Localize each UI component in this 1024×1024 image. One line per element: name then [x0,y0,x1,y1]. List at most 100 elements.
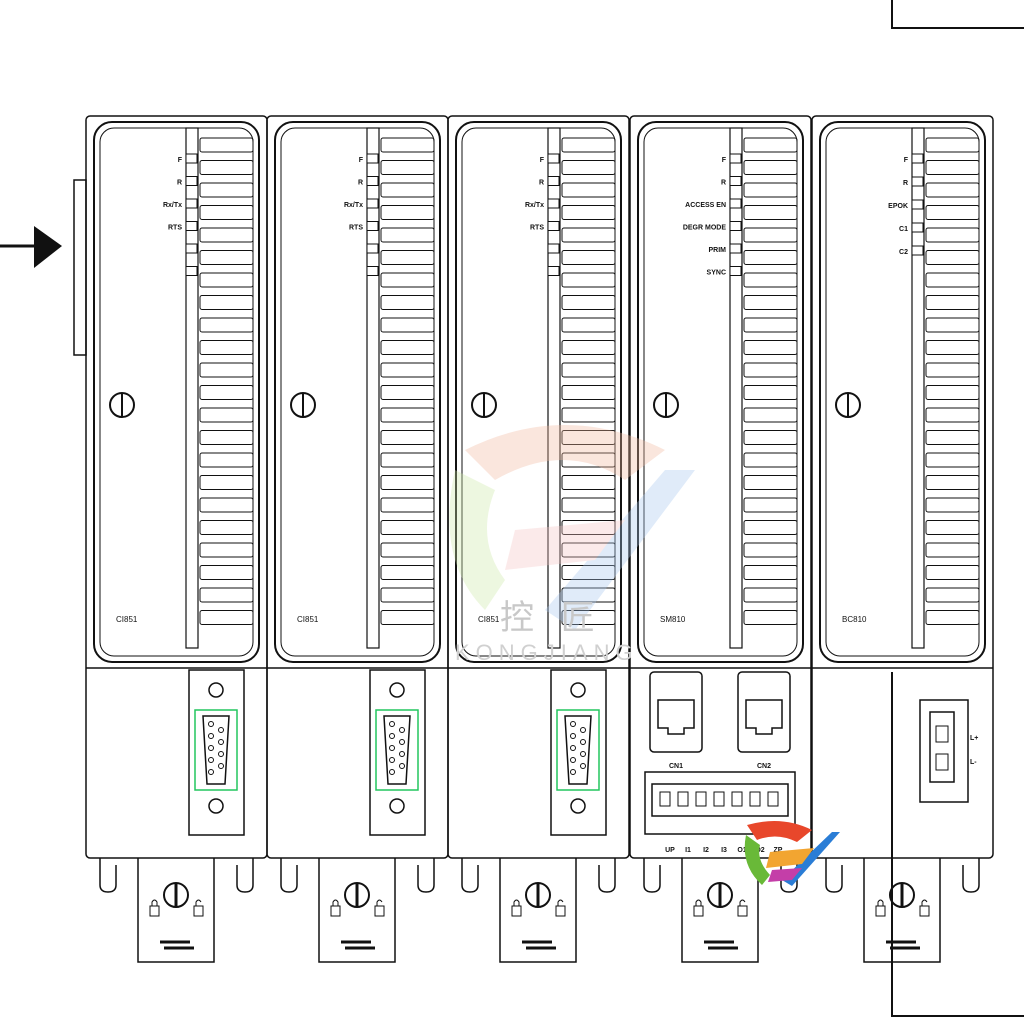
vent-slot [199,407,254,423]
terminal-label: O1 [737,847,746,854]
led-label: F [359,157,364,164]
led-label: RTS [530,225,544,232]
terminal-block [651,783,789,817]
lock-base [499,858,577,963]
led-label: F [540,157,545,164]
connector-frame [188,669,245,836]
led-indicator [911,245,924,256]
lock-open-shackle [739,899,746,906]
vent-slot [199,497,254,513]
module-bar [366,127,380,649]
rj45-port-icon [745,699,783,735]
module-bar [547,127,561,649]
release-bar-icon [886,940,920,950]
vent-slot [380,475,435,490]
db9-border [556,709,600,791]
vent-slot [380,295,435,310]
screw-icon [389,682,405,698]
vent-slot [561,542,616,558]
lock-knob-icon [163,882,189,908]
vent-slot [199,475,254,490]
din-clip [461,858,479,893]
vent-slot [925,205,980,220]
vent-slot [199,317,254,333]
led-indicator [911,199,924,210]
lock-base [863,858,941,963]
led-indicator [185,266,198,276]
db9-pin [208,733,214,739]
vent-slot [925,565,980,580]
led-indicator [729,153,742,164]
lock-closed-shackle [513,899,520,906]
vent-slot [925,137,980,153]
led-indicator [366,176,379,186]
power-frame [919,699,969,803]
vent-slot [561,385,616,400]
vent-slot [380,182,435,198]
db9-pin [389,769,395,775]
led-indicator [729,221,742,231]
vent-slot [380,520,435,535]
vent-slot [380,587,435,603]
module-name: BC810 [842,615,867,624]
lock-open-icon [193,905,204,917]
module-body [447,115,630,859]
din-clip [99,858,117,893]
vent-slot [199,565,254,580]
db9-pin [389,745,395,751]
vent-slot [743,182,798,198]
vent-slot [561,227,616,243]
screw-icon [208,798,224,814]
led-label: F [178,157,183,164]
lock-open-icon [374,905,385,917]
vent-slot [743,317,798,333]
db9-border [194,709,238,791]
vent-slot [380,452,435,468]
vent-slot [199,385,254,400]
rj45-port-icon [657,699,695,735]
vent-slot [199,340,254,355]
db9-pin [208,757,214,763]
release-bar-icon [341,940,375,950]
vent-slot [380,565,435,580]
vent-slot [743,430,798,445]
power-label: L+ [970,735,978,742]
led-label: DEGR MODE [683,225,727,232]
vent-slot [925,182,980,198]
vent-slot [199,227,254,243]
db9-pin [389,757,395,763]
vent-slot [925,340,980,355]
db9-pin [389,733,395,739]
lock-open-shackle [376,899,383,906]
vent-slot [743,475,798,490]
vent-slot [380,610,435,625]
port-label: CN1 [669,763,683,770]
vent-slot [743,520,798,535]
vent-slot [199,137,254,153]
led-label: ACCESS EN [685,202,726,209]
db9-pin [570,733,576,739]
screw-icon [570,798,586,814]
db9-pin [208,745,214,751]
lock-closed-shackle [151,899,158,906]
lock-open-shackle [557,899,564,906]
db9-pin [218,751,224,757]
left-bus-tab [73,179,87,356]
lock-open-shackle [921,899,928,906]
led-indicator [185,176,198,186]
db9-pin [580,751,586,757]
terminal-pin [731,791,743,807]
module-bar [185,127,199,649]
vent-slot [199,452,254,468]
terminal-label: O2 [755,847,764,854]
vent-slot [561,205,616,220]
vent-slot [925,610,980,625]
db9-pin [580,763,586,769]
lock-closed-shackle [877,899,884,906]
led-indicator [729,198,742,209]
terminal-pin [749,791,761,807]
lock-closed-icon [511,905,522,917]
vent-slot [743,452,798,468]
lock-closed-icon [149,905,160,917]
db9-connector-icon [383,715,411,785]
